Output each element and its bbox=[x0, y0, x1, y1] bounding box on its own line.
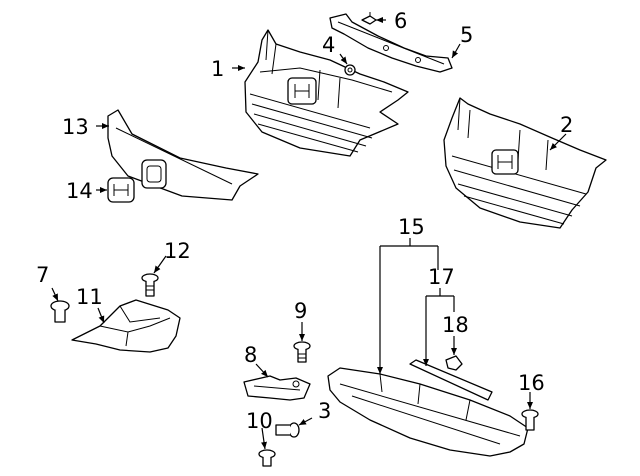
grille-part-2 bbox=[443, 97, 607, 229]
bolt-part-10 bbox=[258, 449, 276, 467]
callout-2: 2 bbox=[560, 113, 573, 137]
nut-part-4 bbox=[344, 64, 356, 76]
clip-part-18 bbox=[445, 355, 463, 371]
callout-6: 6 bbox=[394, 9, 407, 33]
bracket-part-8 bbox=[243, 375, 311, 401]
garnish-part-13 bbox=[107, 109, 259, 201]
bracket-part-11 bbox=[71, 299, 181, 353]
grille-part-1 bbox=[244, 29, 409, 157]
clip-part-16 bbox=[521, 409, 539, 431]
callout-4: 4 bbox=[322, 33, 335, 57]
callout-16: 16 bbox=[518, 371, 545, 395]
callout-9: 9 bbox=[294, 299, 307, 323]
callout-labels: 1 2 3 4 5 6 7 8 9 10 11 12 13 14 15 16 1… bbox=[36, 9, 573, 433]
callout-15: 15 bbox=[398, 215, 425, 239]
clip-part-6 bbox=[361, 12, 377, 25]
callout-13: 13 bbox=[62, 115, 89, 139]
leader-lines bbox=[51, 17, 567, 450]
callout-7: 7 bbox=[36, 263, 49, 287]
callout-18: 18 bbox=[442, 313, 469, 337]
clip-part-7 bbox=[50, 300, 70, 323]
callout-11: 11 bbox=[76, 285, 103, 309]
callout-8: 8 bbox=[244, 343, 257, 367]
seal-part-17 bbox=[409, 359, 493, 401]
callout-12: 12 bbox=[164, 239, 191, 263]
emblem-part-14 bbox=[107, 177, 135, 203]
bracket-part-5 bbox=[329, 13, 453, 73]
callout-1: 1 bbox=[211, 57, 224, 81]
bolt-part-12 bbox=[141, 273, 159, 297]
callout-14: 14 bbox=[66, 179, 93, 203]
callout-5: 5 bbox=[460, 23, 473, 47]
callout-10: 10 bbox=[246, 409, 273, 433]
callout-17: 17 bbox=[428, 265, 455, 289]
cover-part-15 bbox=[327, 367, 529, 457]
bolt-part-9 bbox=[293, 341, 311, 363]
bolt-part-3 bbox=[275, 422, 300, 438]
callout-3: 3 bbox=[318, 399, 331, 423]
